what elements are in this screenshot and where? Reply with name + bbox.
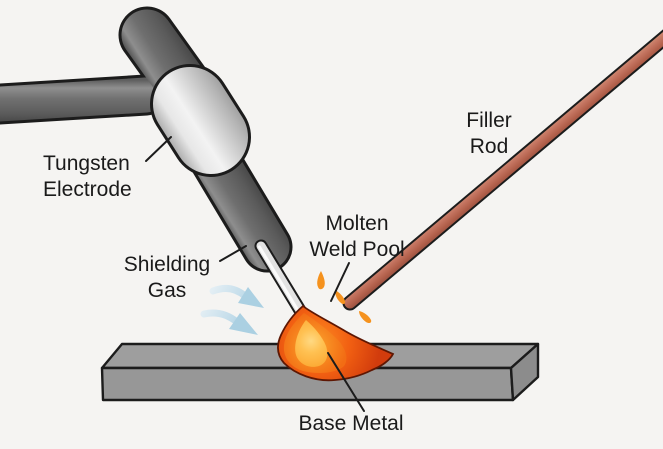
- leader-line-shielding-gas: [219, 245, 247, 262]
- weld-pool-core: [295, 320, 328, 367]
- spark-2: [335, 290, 346, 305]
- spark-1: [317, 271, 325, 290]
- base-metal-side-face: [509, 342, 540, 402]
- leader-line-base-metal: [327, 352, 365, 412]
- molten-weld-pool: [277, 304, 395, 382]
- label-filler-rod-line2: Rod: [469, 135, 509, 158]
- leader-lines: [145, 136, 365, 412]
- label-tungsten-electrode: Tungsten Electrode: [43, 151, 132, 203]
- label-filler-rod-line1: Filler: [466, 109, 512, 132]
- label-tungsten-electrode-line2: Electrode: [43, 178, 132, 201]
- label-molten-weld-pool-line2: Weld Pool: [309, 238, 405, 261]
- leader-line-molten-weld-pool: [330, 262, 350, 302]
- leader-line-tungsten-electrode: [145, 136, 172, 162]
- label-tungsten-electrode-line1: Tungsten: [43, 152, 130, 175]
- gas-arrow-1: [209, 284, 264, 308]
- label-base-metal: Base Metal: [298, 412, 404, 435]
- shielding-gas-arrows: [200, 284, 264, 335]
- tig-torch: [0, 6, 308, 319]
- tungsten-electrode-tip: [254, 239, 308, 319]
- torch-handle: [0, 77, 164, 122]
- label-shielding-gas-line1: Shielding: [123, 253, 211, 276]
- weld-sparks: [317, 271, 372, 324]
- gas-arrow-2: [200, 309, 258, 335]
- torch-collar: [153, 67, 248, 174]
- label-shielding-gas: Shielding Gas: [124, 252, 210, 304]
- label-shielding-gas-line2: Gas: [147, 279, 187, 302]
- label-molten-weld-pool: Molten Weld Pool: [309, 211, 404, 263]
- label-filler-rod: Filler Rod: [466, 108, 512, 160]
- label-molten-weld-pool-line1: Molten: [325, 212, 389, 235]
- filler-rod: [342, 29, 663, 311]
- spark-3: [359, 311, 372, 324]
